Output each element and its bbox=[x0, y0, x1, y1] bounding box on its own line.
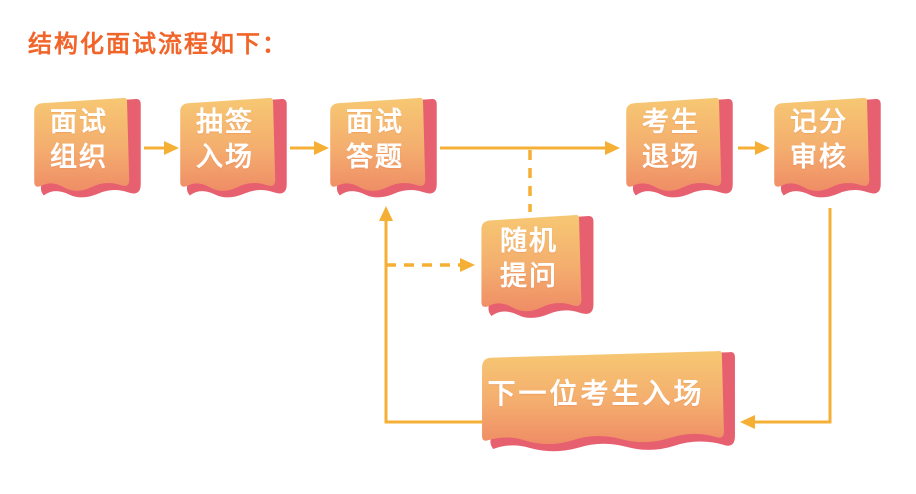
node-interview-organization: 面试 组织 bbox=[30, 97, 146, 209]
page-title: 结构化面试流程如下： bbox=[28, 31, 288, 58]
paper-sheet-graphic bbox=[34, 97, 141, 198]
paper-sheet-graphic bbox=[626, 97, 733, 198]
node-random-questions: 随机 提问 bbox=[477, 214, 599, 330]
edge-next-candidate-to-answering bbox=[384, 221, 482, 424]
arrowhead-right bbox=[314, 141, 329, 155]
arrowhead-right bbox=[460, 258, 475, 272]
paper-sheet-graphic bbox=[774, 97, 881, 198]
paper-sheet-graphic bbox=[180, 97, 287, 198]
node-label: 面试 答题 bbox=[346, 106, 404, 172]
paper-sheet-graphic bbox=[482, 350, 735, 452]
node-label: 记分 审核 bbox=[790, 106, 848, 172]
node-label: 下一位考生入场 bbox=[487, 377, 705, 409]
paper-sheet-graphic bbox=[330, 97, 437, 198]
arrowhead-right bbox=[605, 141, 620, 155]
arrowhead-right bbox=[164, 141, 179, 155]
edge-score-to-next-candidate bbox=[752, 208, 832, 424]
node-interview-answering: 面试 答题 bbox=[326, 97, 442, 209]
node-label: 面试 组织 bbox=[50, 106, 108, 172]
arrowhead-up bbox=[379, 206, 393, 221]
node-label: 考生 退场 bbox=[642, 106, 700, 172]
paper-sheet-graphic bbox=[481, 214, 594, 318]
node-draw-lots-entry: 抽签 入场 bbox=[176, 97, 292, 209]
arrowhead-right bbox=[755, 141, 770, 155]
node-candidate-exit: 考生 退场 bbox=[622, 97, 738, 209]
node-label: 抽签 入场 bbox=[196, 106, 254, 172]
node-label: 随机 提问 bbox=[500, 225, 558, 291]
node-next-candidate-entry: 下一位考生入场 bbox=[478, 350, 740, 460]
node-score-review: 记分 审核 bbox=[770, 97, 886, 209]
arrowhead-left bbox=[740, 415, 755, 429]
